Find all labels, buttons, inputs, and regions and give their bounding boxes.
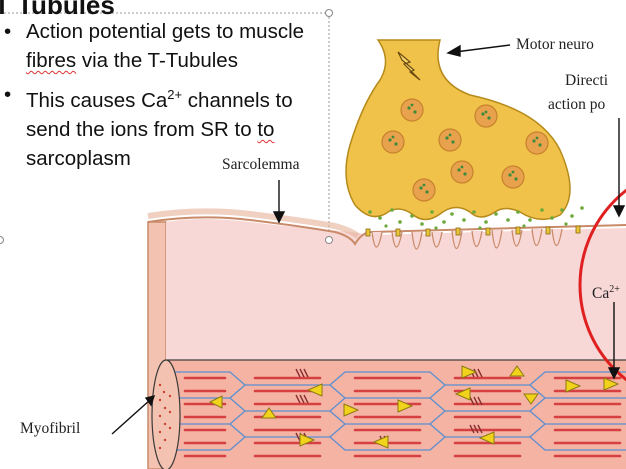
motor-neuron-terminal <box>345 39 584 237</box>
bullet-text: via the T-Tubules <box>76 49 238 72</box>
myofibril-bundle <box>151 359 626 469</box>
sarcolemma-label: Sarcolemma <box>222 156 300 173</box>
bullet-text: This causes Ca <box>26 88 168 112</box>
bullet-marker: • <box>4 83 12 106</box>
motor-neuron-label: Motor neuro <box>516 36 594 53</box>
bullet-text: Action potential gets to muscle <box>26 20 305 43</box>
calcium-label: Ca2+ <box>592 284 620 303</box>
calcium-label-text: Ca <box>592 285 610 303</box>
bullet-list[interactable]: •Action potential gets to muscle fibres … <box>0 17 330 178</box>
direction-label-line1: Directi <box>565 72 609 89</box>
bullet-item[interactable]: • This causes Ca2+ channels to send the i… <box>0 80 330 173</box>
highlight-circle <box>578 188 626 382</box>
myofibril-label: Myofibril <box>20 420 81 437</box>
bullet-text: sarcoplasm <box>26 146 131 170</box>
resize-handle-right-middle[interactable] <box>325 236 333 244</box>
superscript-text: 2+ <box>167 87 183 102</box>
label-arrows <box>111 44 626 435</box>
calcium-label-charge: 2+ <box>609 284 620 295</box>
bullet-text: channels to send the ions from SR to <box>26 88 293 141</box>
bullet-marker: • <box>4 20 12 43</box>
bullet-item[interactable]: •Action potential gets to muscle fibres … <box>0 17 330 75</box>
spellcheck-word: fibres <box>26 49 77 72</box>
slide-title[interactable]: T Tubules <box>0 0 115 20</box>
resize-handle-top-right[interactable] <box>325 9 333 17</box>
direction-label-line2: action po <box>548 96 606 113</box>
spellcheck-word: to <box>257 117 275 141</box>
